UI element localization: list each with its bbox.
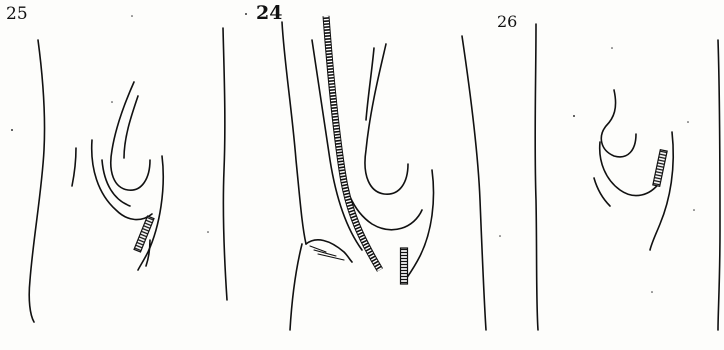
fig26-ribbed-segment xyxy=(653,150,667,187)
fig26-outer-wall-left xyxy=(535,24,538,330)
fig24-outer-wall-right xyxy=(462,36,486,330)
fig24-long-ribbed-band-outline xyxy=(326,16,380,270)
fig26-collar-outer xyxy=(600,142,660,196)
figure-24-drawing xyxy=(223,16,486,330)
fig25-short-line xyxy=(72,148,76,186)
figure-26-drawing xyxy=(535,24,720,330)
fig25-tendril-inner xyxy=(124,96,138,158)
scan-specks xyxy=(11,13,695,293)
fig25-right-line xyxy=(138,156,163,270)
fig24-outer-wall-left xyxy=(223,28,227,300)
fig24-inner-wall-left xyxy=(282,22,306,244)
fig25-tendril-outer xyxy=(111,82,150,190)
fig24-junction-spur xyxy=(306,240,352,262)
fig24-ribbed-segment xyxy=(401,248,408,284)
figure-25-drawing xyxy=(29,40,163,322)
fig26-tendril-outer xyxy=(601,90,636,157)
fig25-outer-wall-left xyxy=(29,40,44,322)
fig26-collar-inner xyxy=(594,178,610,206)
fig26-outer-wall-right xyxy=(718,40,720,330)
fig24-low-curve xyxy=(290,244,302,330)
fig25-collar-outer xyxy=(92,140,152,220)
fig24-long-ribbed-band-ribs xyxy=(326,16,380,270)
